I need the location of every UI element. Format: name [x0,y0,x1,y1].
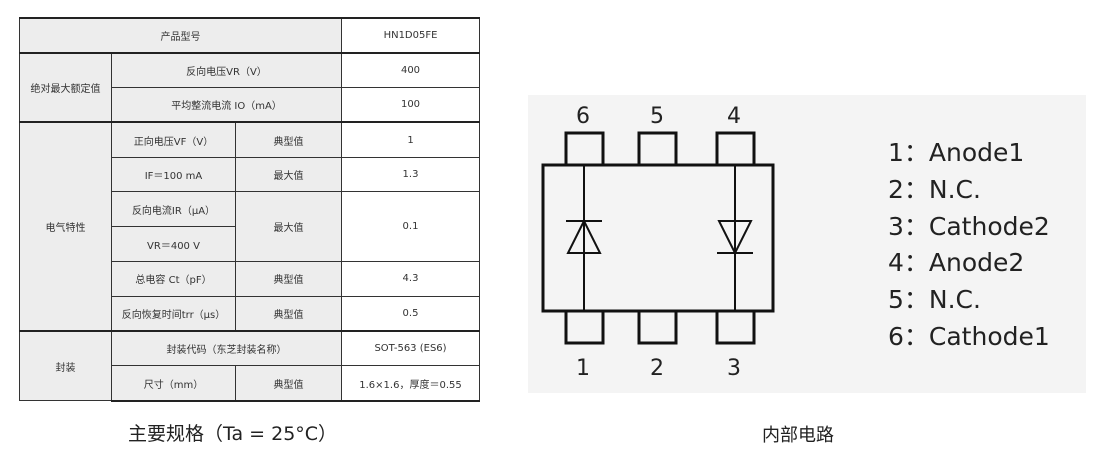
circuit-caption: 内部电路 [762,425,834,446]
abs-max-group: 绝对最大额定值 [19,51,112,123]
pin-2-lead [637,309,678,345]
pin-1-lead [564,309,605,345]
legend-pin-6: 6：Cathode1 [888,321,1050,351]
row-trr: 反向恢复时间trr（μs） 典型值 0.5 [20,295,480,332]
pin-label-2: 2 [650,356,664,381]
model-label: 产品型号 [19,17,342,54]
if-value: 1.3 [341,156,480,193]
row-package-code: 封装 封装代码（东芝封装名称） SOT-563 (ES6) [19,330,480,402]
package-code-value: SOT-563 (ES6) [341,330,480,367]
io-label: 平均整流电流 IO（mA） [111,87,342,123]
package-size-value: 1.6×1.6，厚度＝0.55 [341,365,480,402]
trr-label: 反向恢复时间trr（μs） [111,295,236,332]
row-vr-cond: VR＝400 V [20,226,480,263]
row-vr: 绝对最大额定值 反向电压VR（V） 400 [19,51,480,123]
vr-value: 400 [341,51,480,89]
pin-5-lead [637,131,678,167]
legend-pin-2: 2：N.C. [888,174,981,204]
legend-pin-4: 4：Anode2 [888,248,1025,278]
row-package-size: 尺寸（mm） 典型值 1.6×1.6，厚度＝0.55 [20,365,480,402]
ct-type: 典型值 [235,261,342,297]
vf-label: 正向电压VF（V） [111,121,236,158]
vf-type: 典型值 [235,121,342,158]
right-diode-icon [717,220,753,256]
pin-label-4: 4 [727,104,741,129]
pin-legend: 1：Anode1 2：N.C. 3：Cathode2 4：Anode2 5：N.… [888,135,1050,356]
trr-type: 典型值 [235,295,342,332]
if-label: IF＝100 mA [111,156,236,193]
left-diode-icon [566,218,602,254]
package-size-label: 尺寸（mm） [111,365,236,402]
package-group: 封装 [19,330,112,402]
pin-label-3: 3 [727,356,741,381]
pin-label-5: 5 [650,104,664,129]
ct-value: 4.3 [341,261,480,297]
vf-value: 1 [341,121,480,158]
row-io: 平均整流电流 IO（mA） 100 [20,87,480,123]
ir-label: 反向电流IR（μA） [111,191,236,228]
vr-label: 反向电压VR（V） [111,51,342,89]
row-model: 产品型号 HN1D05FE [19,17,480,54]
pin-6-lead [564,131,605,167]
legend-pin-3: 3：Cathode2 [888,211,1050,241]
package-code-label: 封装代码（东芝封装名称） [111,330,342,367]
pin-label-6: 6 [576,104,590,129]
row-vf: 电气特性 正向电压VF（V） 典型值 1 [19,121,480,332]
row-if: IF＝100 mA 最大值 1.3 [20,156,480,193]
spec-caption: 主要规格（Ta = 25°C） [128,423,338,445]
package-size-type: 典型值 [235,365,342,402]
package-body [541,163,775,313]
if-type: 最大值 [235,156,342,193]
circuit-svg: 6 5 4 1 2 3 [541,104,775,381]
pin-4-lead [715,131,756,167]
pin-label-1: 1 [576,356,590,381]
trr-value: 0.5 [341,295,480,332]
spec-table: 产品型号 HN1D05FE 绝对最大额定值 反向电压VR（V） 400 平均整流… [19,17,480,402]
io-value: 100 [341,87,480,123]
ir-type: 最大值 [235,191,342,263]
row-ir: 反向电流IR（μA） 最大值 0.1 [20,191,480,263]
ir-value: 0.1 [341,191,480,263]
ct-label: 总电容 Ct（pF） [111,261,236,297]
legend-pin-5: 5：N.C. [888,285,981,315]
pin-3-lead [715,309,756,345]
model-value: HN1D05FE [341,17,480,54]
internal-circuit-diagram: 6 5 4 1 2 3 1：Anode1 2：N.C. 3：Cathode2 4… [528,95,1086,393]
row-ct: 总电容 Ct（pF） 典型值 4.3 [20,261,480,297]
vr-condition: VR＝400 V [111,226,236,263]
electrical-group: 电气特性 [19,121,112,332]
legend-pin-1: 1：Anode1 [888,138,1025,167]
